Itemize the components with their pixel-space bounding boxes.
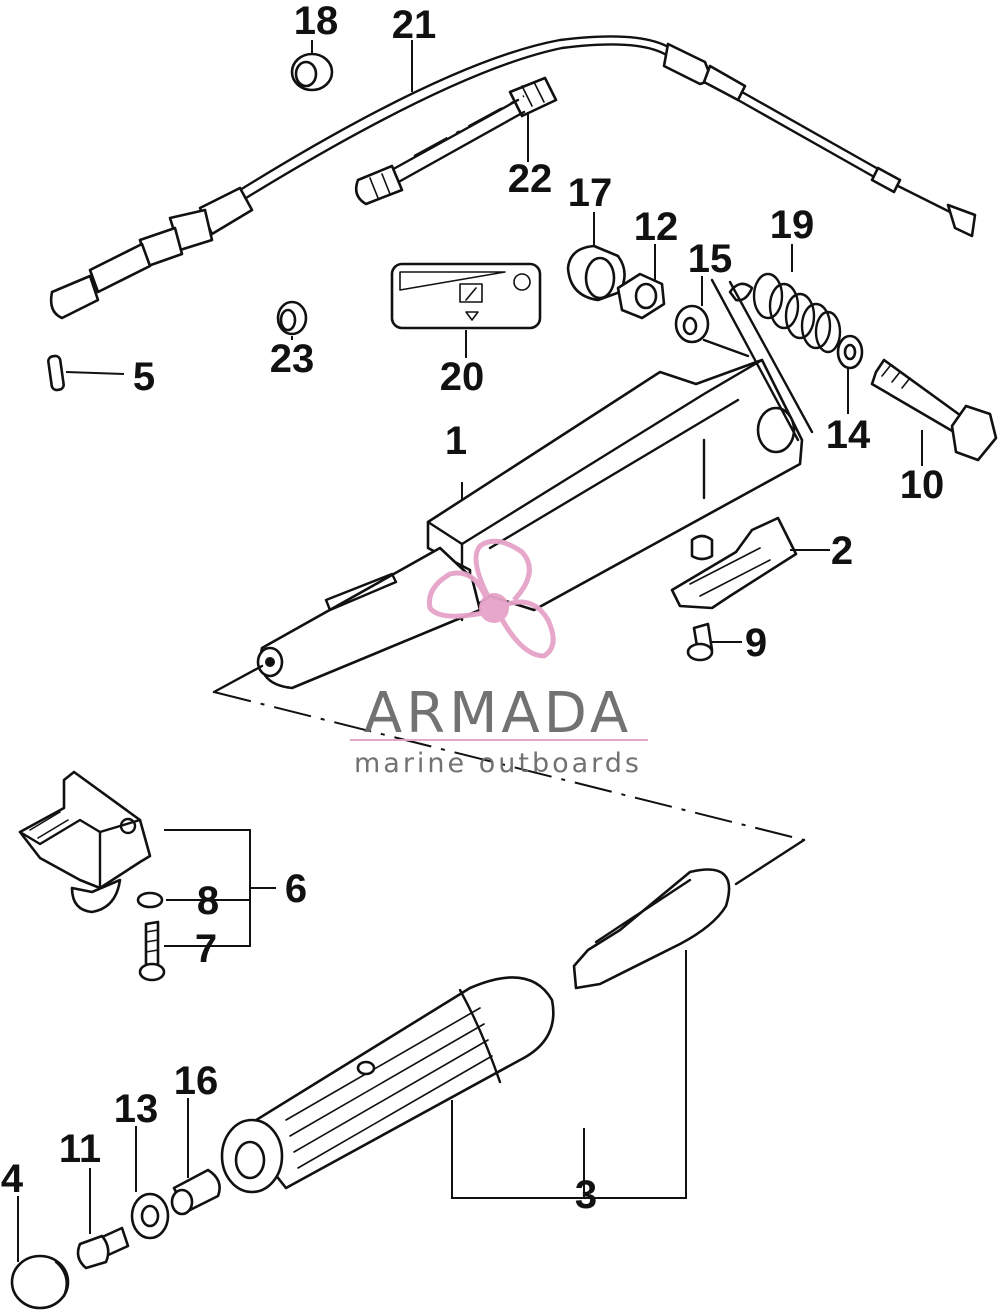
- part-3-grip: [220, 868, 731, 1194]
- label-6: 6: [285, 867, 307, 911]
- part-4-cap: [10, 1254, 70, 1310]
- label-5: 5: [133, 355, 155, 399]
- label-21: 21: [392, 3, 437, 47]
- part-16-bushing: [170, 1168, 221, 1216]
- label-16: 16: [174, 1059, 219, 1103]
- label-4: 4: [1, 1157, 24, 1201]
- part-6-housing: [18, 770, 152, 914]
- part-2-bracket: [670, 516, 798, 610]
- part-12-nut: [616, 272, 666, 320]
- label-14: 14: [826, 413, 871, 457]
- part-13-washer: [130, 1192, 170, 1240]
- label-18: 18: [294, 0, 339, 43]
- watermark-brand: ARMADA: [364, 681, 632, 746]
- label-19: 19: [770, 203, 815, 247]
- label-22: 22: [508, 157, 553, 201]
- part-11-screw: [76, 1226, 130, 1270]
- part-19-spring: [728, 272, 842, 354]
- label-12: 12: [634, 205, 679, 249]
- part-20-decal: [390, 262, 542, 330]
- armada-watermark: ARMADA marine outboards: [350, 538, 648, 779]
- label-13: 13: [114, 1087, 159, 1131]
- part-8-washer: [136, 891, 164, 909]
- part-23-bushing: [276, 300, 308, 336]
- assembly-lines: [212, 95, 814, 886]
- label-8: 8: [197, 879, 219, 923]
- label-20: 20: [440, 355, 485, 399]
- label-2: 2: [831, 529, 853, 573]
- leader-lines: [17, 40, 923, 1262]
- part-15-washer: [674, 304, 710, 344]
- part-number-labels: 18 21 22 17 12 15 19 23 5 20 14 1 10 2 9…: [1, 0, 944, 1217]
- part-17-collar: [566, 244, 626, 302]
- part-9-screw: [686, 622, 714, 662]
- label-23: 23: [270, 337, 315, 381]
- label-3: 3: [575, 1173, 597, 1217]
- label-1: 1: [445, 419, 467, 463]
- label-17: 17: [568, 171, 613, 215]
- part-21-throttle-cable: [49, 35, 977, 320]
- part-5-pin: [47, 354, 65, 392]
- part-10-bolt: [870, 358, 998, 462]
- part-22-throttle-rod: [354, 76, 558, 206]
- part-1-tiller-arm: [256, 358, 804, 690]
- propeller-logo-icon: [426, 538, 556, 659]
- label-7: 7: [195, 927, 217, 971]
- part-14-washer: [836, 334, 864, 370]
- label-10: 10: [900, 463, 945, 507]
- watermark-tagline: marine outboards: [354, 748, 642, 779]
- part-7-screw: [138, 920, 166, 982]
- part-18-grommet: [290, 52, 334, 92]
- label-11: 11: [59, 1127, 101, 1171]
- label-9: 9: [745, 621, 767, 665]
- label-15: 15: [688, 237, 733, 281]
